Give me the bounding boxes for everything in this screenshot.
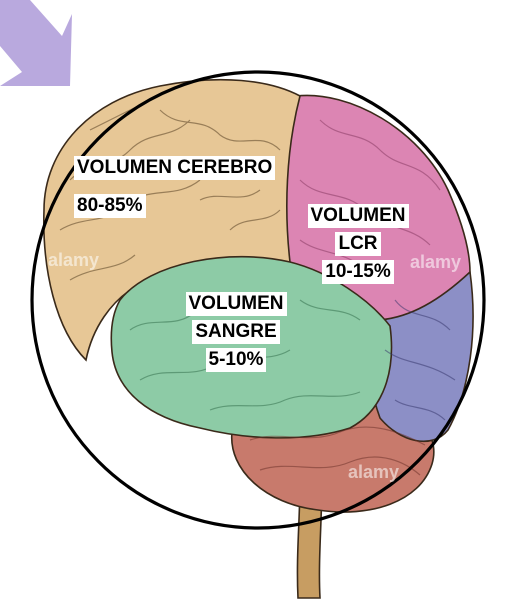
watermark: alamy (48, 250, 99, 271)
label-sangre-line-1: VOLUMEN (186, 292, 287, 316)
label-lcr-line-3: 10-15% (322, 260, 394, 284)
label-sangre-line-3: 5-10% (206, 348, 267, 372)
label-lcr-line-2: LCR (335, 232, 380, 256)
watermark: alamy (348, 462, 399, 483)
label-lcr-line-1: VOLUMEN (308, 204, 409, 228)
label-lcr: VOLUMEN LCR 10-15% (292, 204, 424, 284)
arrow-down-right-icon (0, 0, 78, 86)
label-sangre-line-2: SANGRE (192, 320, 279, 344)
label-cerebro-title: VOLUMEN CEREBRO (74, 156, 275, 180)
label-cerebro-value: 80-85% (74, 194, 146, 218)
label-sangre: VOLUMEN SANGRE 5-10% (170, 292, 302, 372)
